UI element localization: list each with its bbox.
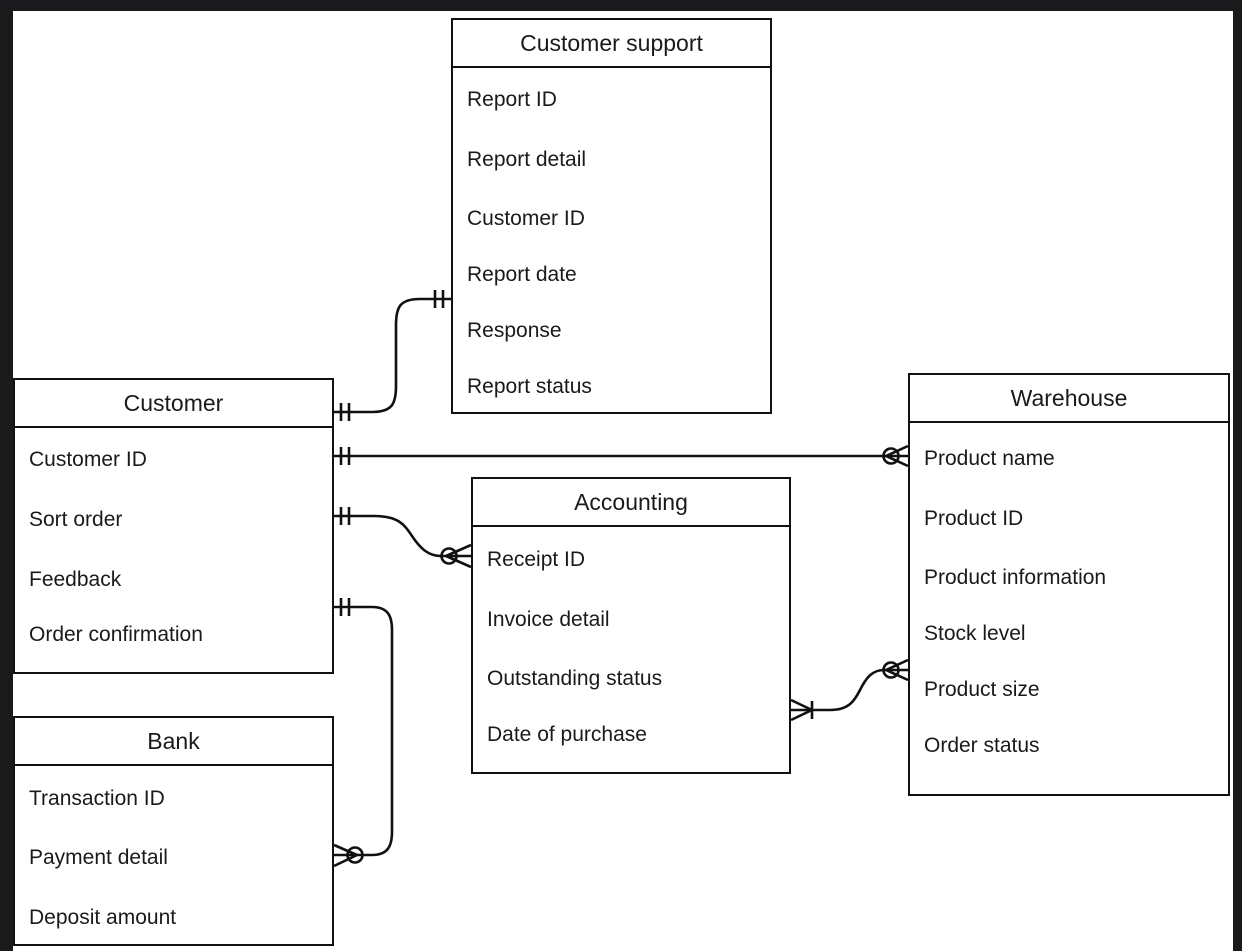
- attribute-row: Feedback: [29, 568, 122, 591]
- entity-warehouse[interactable]: Warehouse Product name Product ID Produc…: [908, 373, 1230, 796]
- attribute-row: Customer ID: [467, 207, 585, 230]
- entity-accounting[interactable]: Accounting Receipt ID Invoice detail Out…: [471, 477, 791, 774]
- entity-title-customer-support: Customer support: [453, 20, 770, 68]
- attribute-row: Payment detail: [29, 846, 168, 869]
- attribute-row: Response: [467, 319, 562, 342]
- attribute-list-customer-support: Report ID Report detail Customer ID Repo…: [453, 68, 770, 412]
- attribute-row: Report status: [467, 375, 592, 398]
- attribute-row: Date of purchase: [487, 723, 647, 746]
- attribute-row: Sort order: [29, 508, 123, 531]
- entity-bank[interactable]: Bank Transaction ID Payment detail Depos…: [13, 716, 334, 946]
- attribute-row: Product size: [924, 678, 1040, 701]
- entity-customer-support[interactable]: Customer support Report ID Report detail…: [451, 18, 772, 414]
- attribute-row: Product name: [924, 447, 1055, 470]
- attribute-row: Product ID: [924, 507, 1024, 530]
- attribute-row: Customer ID: [29, 448, 147, 471]
- attribute-row: Order confirmation: [29, 623, 203, 646]
- attribute-row: Deposit amount: [29, 906, 177, 929]
- entity-title-accounting: Accounting: [473, 479, 789, 527]
- entity-title-customer: Customer: [15, 380, 332, 428]
- entity-title-warehouse: Warehouse: [910, 375, 1228, 423]
- attribute-row: Report date: [467, 263, 577, 286]
- attribute-row: Invoice detail: [487, 608, 610, 631]
- attribute-list-accounting: Receipt ID Invoice detail Outstanding st…: [473, 527, 789, 772]
- attribute-row: Order status: [924, 734, 1040, 757]
- attribute-row: Report ID: [467, 88, 557, 111]
- attribute-row: Receipt ID: [487, 548, 586, 571]
- attribute-row: Stock level: [924, 622, 1026, 645]
- attribute-list-customer: Customer ID Sort order Feedback Order co…: [15, 428, 332, 672]
- attribute-row: Transaction ID: [29, 787, 165, 810]
- attribute-list-bank: Transaction ID Payment detail Deposit am…: [15, 766, 332, 944]
- attribute-row: Outstanding status: [487, 667, 663, 690]
- entity-customer[interactable]: Customer Customer ID Sort order Feedback…: [13, 378, 334, 674]
- attribute-row: Report detail: [467, 148, 587, 171]
- attribute-row: Product information: [924, 566, 1107, 589]
- attribute-list-warehouse: Product name Product ID Product informat…: [910, 423, 1228, 794]
- entity-title-bank: Bank: [15, 718, 332, 766]
